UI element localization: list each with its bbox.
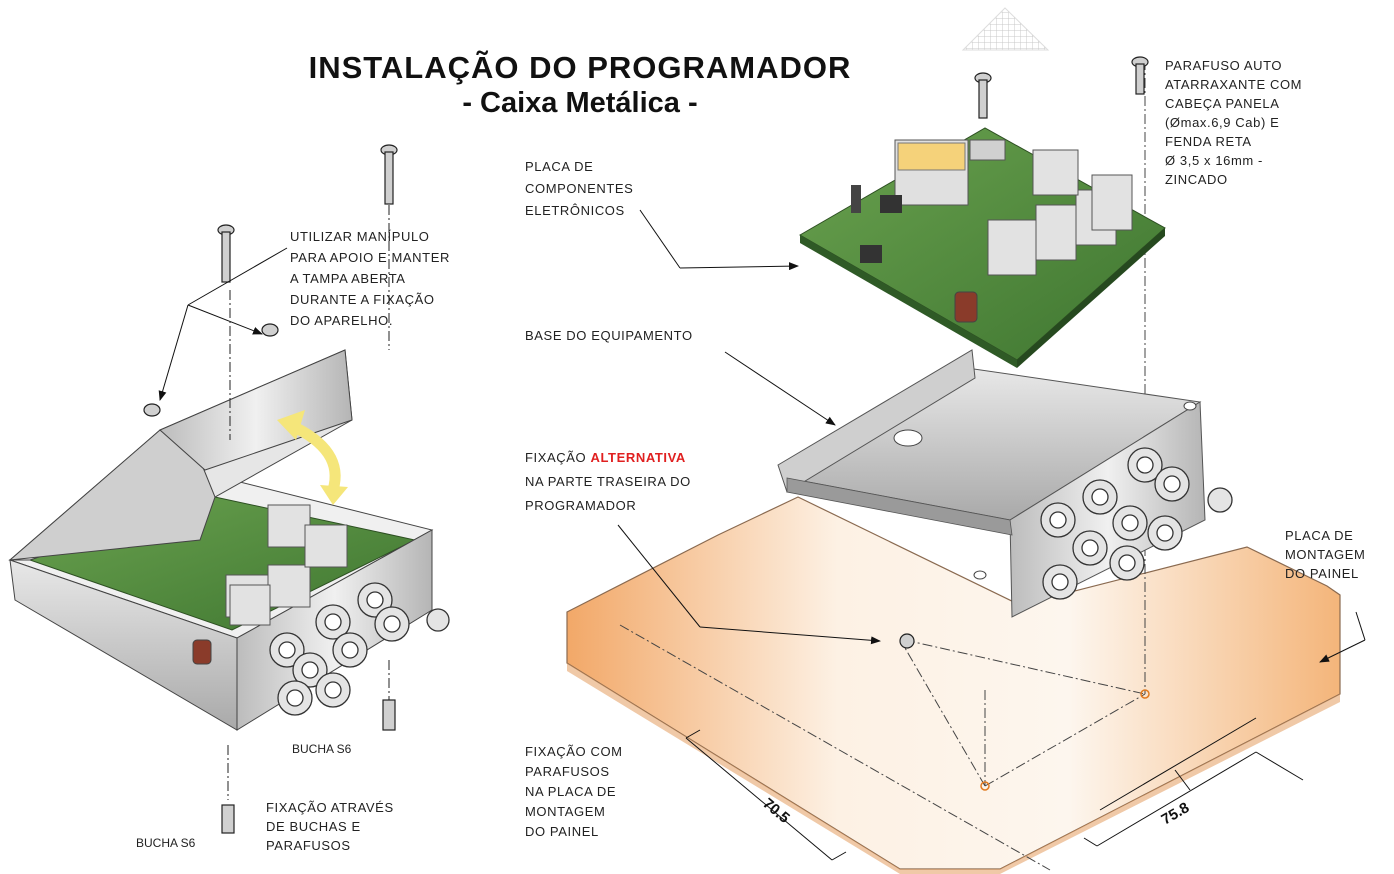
board-label-line: ELETRÔNICOS	[525, 203, 625, 218]
board-label-line: PLACA DE	[525, 159, 594, 174]
screws-fixation-line: NA PLACA DE	[525, 784, 617, 799]
screw-spec-line: CABEÇA PANELA	[1165, 96, 1280, 111]
screw-spec-line: Ø 3,5 x 16mm -	[1165, 153, 1263, 168]
board-label-line: COMPONENTES	[525, 181, 634, 196]
diagram-title: INSTALAÇÃO DO PROGRAMADOR - Caixa Metáli…	[180, 50, 980, 120]
screw-spec-line: ZINCADO	[1165, 172, 1228, 187]
bucha-label-left: BUCHA S6	[136, 836, 196, 850]
alt-fixation-line: PROGRAMADOR	[525, 498, 637, 513]
alt-fixation-screw	[899, 633, 915, 649]
panel-centerlines	[619, 60, 1146, 871]
open-box-assembly	[8, 349, 434, 731]
screw-spec-line: FENDA RETA	[1165, 134, 1252, 149]
handle-note-line: PARA APOIO E MANTER	[290, 250, 450, 265]
screws-fixation-line: DO PAINEL	[525, 824, 599, 839]
handle-note-line: A TAMPA ABERTA	[290, 271, 406, 286]
alt-prefix: FIXAÇÃO	[525, 450, 587, 465]
dimension-lines	[685, 717, 1304, 861]
bucha-label-right: BUCHA S6	[292, 742, 352, 756]
panel-label-line: PLACA DE	[1285, 528, 1354, 543]
bushings-fixation-line: PARAFUSOS	[266, 838, 351, 853]
screws-fixation-line: FIXAÇÃO COM	[525, 744, 623, 759]
handle-note-line: DO APARELHO.	[290, 313, 394, 328]
handle-note-label: UTILIZAR MANÍPULO PARA APOIO E MANTER A …	[290, 226, 450, 331]
handle-note-line: DURANTE A FIXAÇÃO	[290, 292, 435, 307]
alt-fixation-line: FIXAÇÃO ALTERNATIVA	[525, 446, 691, 470]
screw-spec-line: ATARRAXANTE COM	[1165, 77, 1303, 92]
bushings-fixation-line: FIXAÇÃO ATRAVÉS	[266, 800, 394, 815]
bushings-fixation-label: FIXAÇÃO ATRAVÉS DE BUCHAS E PARAFUSOS	[266, 798, 394, 855]
panel-label-line: DO PAINEL	[1285, 566, 1359, 581]
box-centerlines	[227, 205, 390, 800]
board-screws	[974, 56, 1149, 119]
alt-fixation-line: NA PARTE TRASEIRA DO	[525, 474, 691, 489]
hatched-triangle	[961, 7, 1050, 51]
electronics-board	[798, 127, 1166, 368]
screws-fixation-line: MONTAGEM	[525, 804, 606, 819]
alt-fixation-label: FIXAÇÃO ALTERNATIVA NA PARTE TRASEIRA DO…	[525, 446, 691, 518]
screws-fixation-label: FIXAÇÃO COM PARAFUSOS NA PLACA DE MONTAG…	[525, 742, 623, 842]
screw-spec-line: PARAFUSO AUTO	[1165, 58, 1283, 73]
base-cable-glands	[1040, 447, 1233, 600]
handle-note-line: UTILIZAR MANÍPULO	[290, 229, 430, 244]
title-line-1: INSTALAÇÃO DO PROGRAMADOR	[308, 50, 852, 85]
bushings-fixation-line: DE BUCHAS E	[266, 819, 361, 834]
leader-arrows	[158, 209, 1366, 663]
dimension-depth: 75.8	[1159, 799, 1193, 828]
mounting-panel-plate	[566, 496, 1341, 874]
screw-spec-line: (Ømax.6,9 Cab) E	[1165, 115, 1280, 130]
panel-label-line: MONTAGEM	[1285, 547, 1366, 562]
board-label: PLACA DE COMPONENTES ELETRÔNICOS	[525, 156, 633, 222]
panel-label: PLACA DE MONTAGEM DO PAINEL	[1285, 526, 1365, 583]
screw-spec-label: PARAFUSO AUTO ATARRAXANTE COM CABEÇA PAN…	[1165, 56, 1302, 189]
panel-hole-1	[980, 781, 990, 791]
box-cable-glands	[269, 582, 450, 716]
alt-highlight: ALTERNATIVA	[590, 450, 686, 465]
box-screws	[143, 144, 398, 834]
title-line-2: - Caixa Metálica -	[462, 87, 698, 119]
screws-fixation-line: PARAFUSOS	[525, 764, 610, 779]
panel-hole-2	[1140, 689, 1150, 699]
base-label: BASE DO EQUIPAMENTO	[525, 328, 693, 343]
